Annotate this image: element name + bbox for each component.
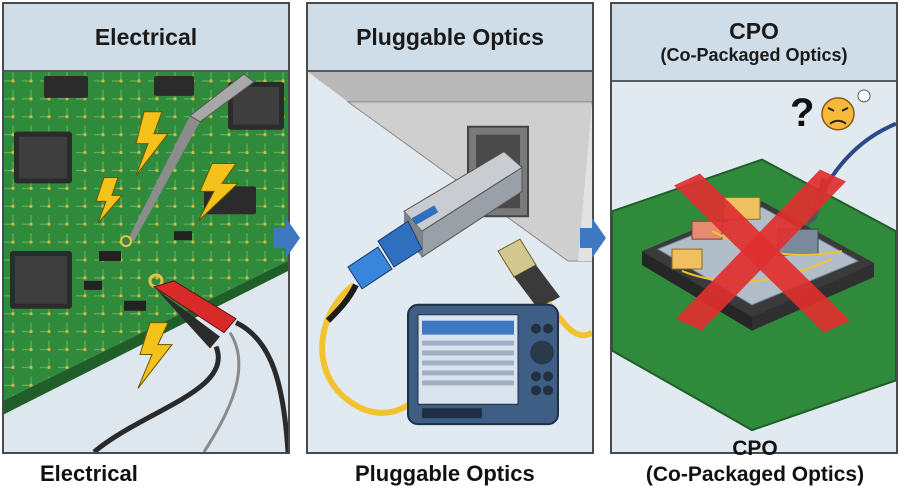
- lightning-icon: [95, 176, 124, 224]
- red-cross-icon: [674, 169, 850, 333]
- panel-electrical: Electrical: [2, 2, 290, 454]
- arrow-right-icon: [580, 218, 606, 258]
- lc-connector-icon: [347, 220, 423, 290]
- panel-pluggable-optics: Pluggable Optics: [306, 2, 594, 454]
- lightning-icon: [137, 322, 174, 389]
- chip-icon: [14, 131, 72, 184]
- electrical-illustration: [4, 72, 288, 452]
- caption-cpo-title: CPO: [732, 437, 778, 460]
- caption-cpo: CPO (Co-Packaged Optics): [612, 436, 898, 488]
- panel-title: CPO: [729, 18, 779, 44]
- panel-title: Electrical: [94, 24, 198, 50]
- lightning-icon: [197, 163, 240, 222]
- panel-header: Pluggable Optics: [308, 4, 592, 72]
- lightning-icon: [135, 111, 170, 176]
- panel-title: Pluggable Optics: [356, 24, 544, 50]
- optical-tester-icon: [407, 303, 559, 426]
- panel-header: CPO (Co-Packaged Optics): [612, 4, 896, 82]
- caption-electrical: Electrical: [40, 461, 138, 486]
- arrow-right-icon: [274, 218, 300, 258]
- probe-icon: [120, 73, 255, 248]
- panel-cpo: CPO (Co-Packaged Optics): [610, 2, 898, 454]
- question-mark: ?: [790, 91, 814, 135]
- pluggable-illustration: [308, 72, 592, 452]
- panel-header: Electrical: [4, 4, 288, 72]
- frustrated-face-icon: [821, 89, 871, 131]
- caption-pluggable-optics: Pluggable Optics: [355, 461, 535, 486]
- chip-icon: [228, 81, 284, 130]
- alligator-clip-icon: [92, 273, 288, 452]
- cpo-illustration: ?: [612, 82, 896, 452]
- caption-cpo-subtitle: (Co-Packaged Optics): [645, 463, 865, 486]
- chip-icon: [10, 251, 72, 309]
- panel-subtitle: (Co-Packaged Optics): [660, 45, 848, 65]
